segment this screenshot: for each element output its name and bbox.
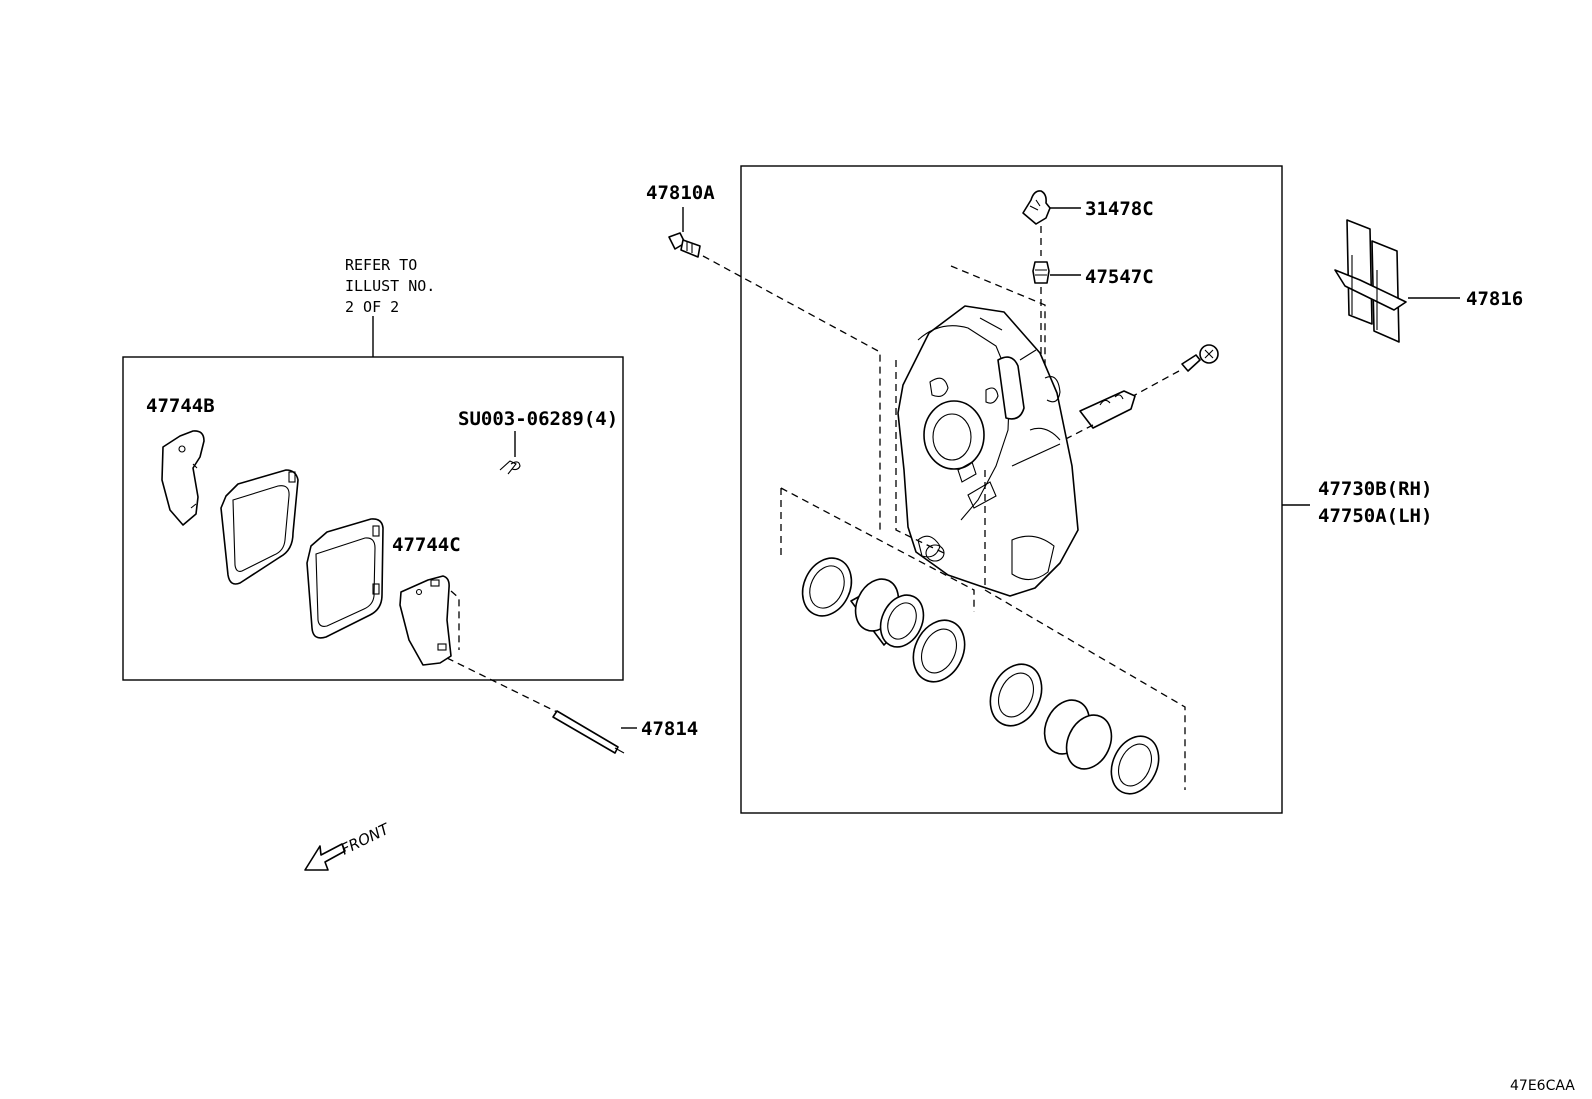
- piston-seal-2: [989, 663, 1043, 727]
- refer-note-line1: REFER TO: [345, 256, 417, 274]
- caliper-plate: [1079, 390, 1136, 429]
- mounting-bolt-icon: [668, 232, 701, 258]
- label-31478C[interactable]: 31478C: [1085, 198, 1154, 220]
- refer-note-line3: 2 OF 2: [345, 298, 399, 316]
- front-label: FRONT: [338, 819, 394, 858]
- piston-1: [850, 578, 925, 648]
- anti-squeal-shim-left: [161, 430, 205, 526]
- label-47750A[interactable]: 47750A(LH): [1318, 505, 1432, 527]
- diagram-code: 47E6CAA: [1510, 1078, 1575, 1094]
- label-47547C[interactable]: 47547C: [1085, 266, 1154, 288]
- anti-squeal-shim-right: [399, 575, 452, 666]
- brake-pad-outer: [306, 518, 384, 639]
- caliper-shim-set: [1334, 219, 1407, 343]
- piston-seal-1: [801, 557, 853, 617]
- label-47744C[interactable]: 47744C: [392, 534, 461, 556]
- piston-2: [1043, 699, 1113, 770]
- label-47730B[interactable]: 47730B(RH): [1318, 478, 1432, 500]
- pin-dash-guide: [446, 657, 560, 714]
- bleeder-cap-icon: [1022, 190, 1051, 225]
- label-47814[interactable]: 47814: [641, 718, 698, 740]
- pad-pin: [552, 710, 619, 754]
- caliper-assembly-frame: [740, 165, 1283, 814]
- caliper-screw-icon: [1181, 344, 1219, 372]
- front-arrow-icon: FRONT: [304, 819, 394, 871]
- bolt-dash-guide: [702, 255, 881, 530]
- piston-dash-guide-left: [780, 487, 975, 612]
- refer-note-line2: ILLUST NO.: [345, 277, 435, 295]
- caliper-body: [895, 265, 1186, 790]
- label-47816[interactable]: 47816: [1466, 288, 1523, 310]
- label-47810A[interactable]: 47810A: [646, 182, 715, 204]
- bleeder-plug-icon: [1032, 261, 1050, 284]
- label-SU003[interactable]: SU003-06289(4): [458, 408, 618, 430]
- pad-clip-icon: [499, 460, 521, 475]
- label-47744B[interactable]: 47744B: [146, 395, 215, 417]
- piston-boot-1: [912, 619, 966, 683]
- brake-pad-inner: [220, 469, 299, 585]
- piston-boot-2: [1110, 735, 1160, 795]
- shim-dash-guide: [450, 590, 460, 650]
